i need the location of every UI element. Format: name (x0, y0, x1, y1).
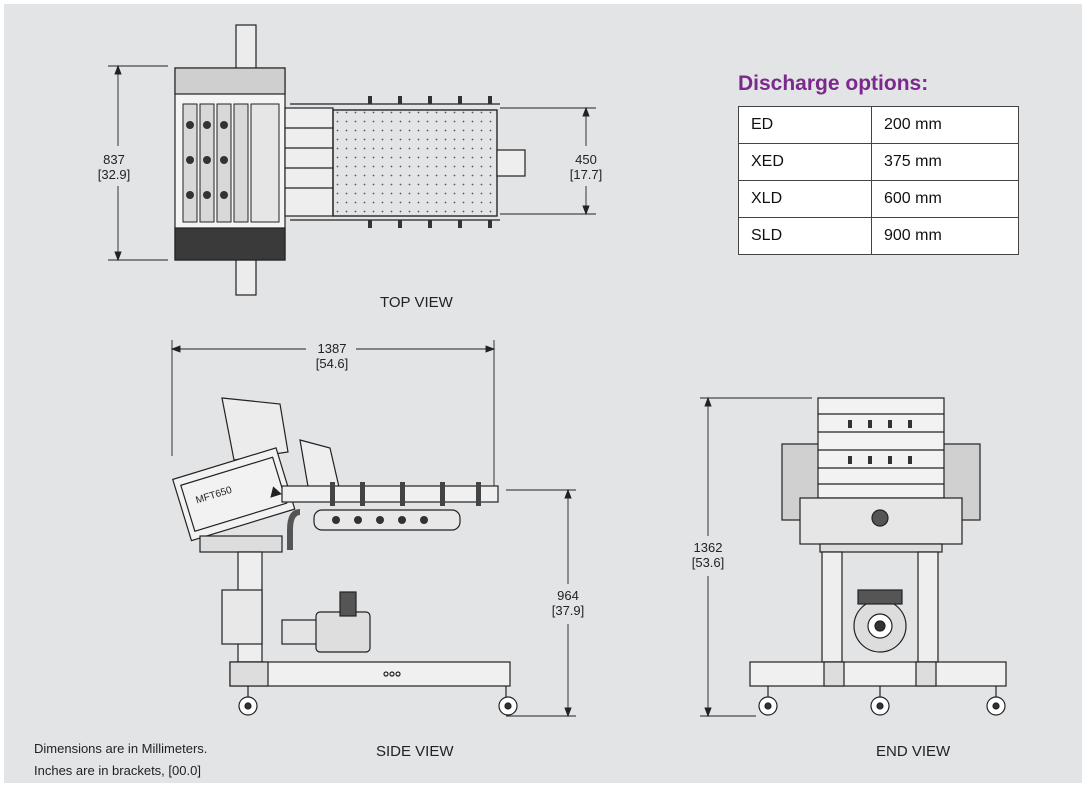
top-view-drawing (108, 24, 596, 296)
discharge-options-table: ED 200 mm XED 375 mm XLD 600 mm SLD 900 … (738, 106, 1019, 255)
end-view-caption: END VIEW (876, 743, 951, 760)
discharge-value: 600 mm (871, 180, 1019, 218)
dim-side-height: 964 [37.9] (544, 588, 592, 618)
dim-side-length: 1387 [54.6] (308, 341, 356, 371)
discharge-code: XLD (738, 180, 872, 218)
discharge-code: ED (738, 106, 872, 144)
table-row: XED 375 mm (738, 143, 1019, 181)
dim-top-width-mm: 450 (575, 152, 597, 167)
dim-end-height: 1362 [53.6] (684, 540, 732, 570)
table-row: ED 200 mm (738, 106, 1019, 144)
table-row: XLD 600 mm (738, 180, 1019, 218)
discharge-value: 900 mm (871, 217, 1019, 255)
side-view-caption: SIDE VIEW (376, 743, 454, 760)
discharge-options-title: Discharge options: (738, 72, 929, 95)
dim-top-width-in: [17.7] (569, 167, 603, 182)
dim-end-height-in: [53.6] (691, 555, 725, 570)
dim-side-height-mm: 964 (557, 588, 579, 603)
dim-top-height-in: [32.9] (97, 167, 131, 182)
units-note-line1: Dimensions are in Millimeters. (34, 741, 208, 756)
end-view-drawing (700, 396, 1007, 718)
discharge-code: XED (738, 143, 872, 181)
discharge-value: 375 mm (871, 143, 1019, 181)
discharge-code: SLD (738, 217, 872, 255)
side-view-drawing: MFT650 (170, 340, 576, 718)
dim-top-width: 450 [17.7] (562, 152, 610, 182)
table-row: SLD 900 mm (738, 217, 1019, 255)
dim-end-height-mm: 1362 (693, 540, 723, 555)
dim-top-height: 837 [32.9] (94, 152, 134, 182)
units-note: Dimensions are in Millimeters. Inches ar… (34, 738, 207, 782)
dim-side-length-in: [54.6] (315, 356, 349, 371)
dim-side-length-mm: 1387 (317, 341, 347, 356)
dim-side-height-in: [37.9] (551, 603, 585, 618)
top-view-caption: TOP VIEW (380, 294, 453, 311)
units-note-line2: Inches are in brackets, [00.0] (34, 763, 201, 778)
dim-top-height-mm: 837 (103, 152, 125, 167)
discharge-value: 200 mm (871, 106, 1019, 144)
